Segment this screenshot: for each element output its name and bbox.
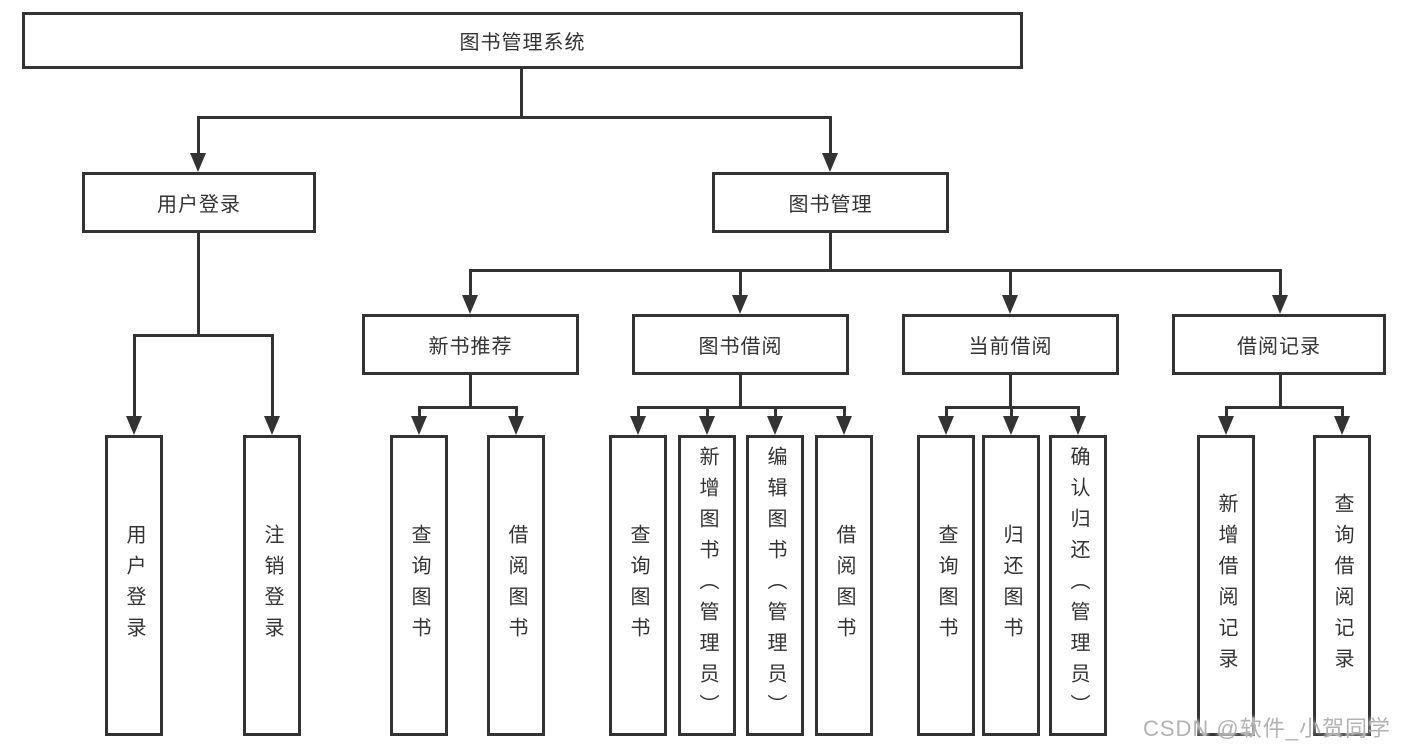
leaf-add-books-admin: 新增图书（管理员） <box>678 435 736 736</box>
leaf-label: 编辑图书（管理员） <box>764 446 786 725</box>
leaf-label: 借阅图书 <box>505 523 527 648</box>
leaf-label: 查询图书 <box>935 523 957 648</box>
node-label: 当前借阅 <box>968 336 1053 358</box>
leaf-add-borrow-record: 新增借阅记录 <box>1197 435 1255 736</box>
arrowhead-down-icon <box>462 295 478 314</box>
arrowhead-down-icon <box>767 416 783 435</box>
connector-line <box>271 334 274 418</box>
arrowhead-down-icon <box>126 416 142 435</box>
leaf-label: 新增图书（管理员） <box>696 446 718 725</box>
leaf-label: 确认归还（管理员） <box>1067 446 1089 725</box>
leaf-label: 查询借阅记录 <box>1331 492 1353 679</box>
connector-line <box>706 406 709 418</box>
arrowhead-down-icon <box>1218 416 1234 435</box>
leaf-query-books-current: 查询图书 <box>917 435 975 736</box>
arrowhead-down-icon <box>1272 295 1288 314</box>
connector-line <box>637 406 845 409</box>
connector-line <box>1341 406 1344 418</box>
leaf-query-books-borrowing: 查询图书 <box>609 435 667 736</box>
connector-line <box>1010 406 1013 418</box>
connector-line <box>197 116 200 156</box>
connector-line <box>515 406 518 418</box>
connector-line <box>469 375 472 408</box>
arrowhead-down-icon <box>1002 295 1018 314</box>
node-label: 图书管理 <box>788 194 873 216</box>
node-new-book-recommendation: 新书推荐 <box>362 314 579 375</box>
leaf-query-borrow-record: 查询借阅记录 <box>1313 435 1371 736</box>
connector-line <box>1077 406 1080 418</box>
arrowhead-down-icon <box>1334 416 1350 435</box>
leaf-label: 归还图书 <box>1000 523 1022 648</box>
arrowhead-down-icon <box>264 416 280 435</box>
connector-line <box>520 69 523 118</box>
connector-line <box>418 406 518 409</box>
node-current-borrowing: 当前借阅 <box>902 314 1119 375</box>
connector-line <box>1009 375 1012 408</box>
connector-line <box>1279 375 1282 408</box>
node-book-management: 图书管理 <box>712 172 949 233</box>
leaf-borrow-books: 借阅图书 <box>815 435 873 736</box>
connector-line <box>133 334 136 418</box>
arrowhead-down-icon <box>732 295 748 314</box>
connector-line <box>469 269 472 298</box>
leaf-label: 新增借阅记录 <box>1215 492 1237 679</box>
leaf-label: 用户登录 <box>123 523 145 648</box>
leaf-label: 查询图书 <box>408 523 430 648</box>
connector-line <box>197 116 831 119</box>
arrowhead-down-icon <box>630 416 646 435</box>
arrowhead-down-icon <box>508 416 524 435</box>
node-book-borrowing: 图书借阅 <box>632 314 849 375</box>
connector-line <box>469 269 1282 272</box>
leaf-borrow-books-recommend: 借阅图书 <box>487 435 545 736</box>
arrowhead-down-icon <box>1003 416 1019 435</box>
node-label: 图书管理系统 <box>459 32 586 54</box>
node-borrowing-records: 借阅记录 <box>1172 314 1386 375</box>
leaf-query-books-recommend: 查询图书 <box>390 435 448 736</box>
connector-line <box>1225 406 1343 409</box>
connector-line <box>829 233 832 271</box>
node-user-login: 用户登录 <box>82 172 316 233</box>
connector-line <box>133 334 274 337</box>
csdn-watermark: CSDN @软件_小贺同学 <box>1142 716 1391 741</box>
arrowhead-down-icon <box>699 416 715 435</box>
leaf-user-login: 用户登录 <box>105 435 163 736</box>
leaf-logout: 注销登录 <box>243 435 301 736</box>
connector-line <box>739 269 742 298</box>
connector-line <box>829 116 832 156</box>
arrowhead-down-icon <box>1070 416 1086 435</box>
connector-line <box>774 406 777 418</box>
connector-line <box>945 406 948 418</box>
connector-line <box>1279 269 1282 298</box>
node-label: 新书推荐 <box>428 336 513 358</box>
arrowhead-down-icon <box>938 416 954 435</box>
connector-line <box>1225 406 1228 418</box>
node-label: 图书借阅 <box>698 336 783 358</box>
connector-line <box>1009 269 1012 298</box>
arrowhead-down-icon <box>190 153 206 172</box>
node-root-book-management-system: 图书管理系统 <box>22 12 1023 69</box>
node-label: 用户登录 <box>157 194 241 216</box>
leaf-return-books: 归还图书 <box>982 435 1040 736</box>
connector-line <box>843 406 846 418</box>
leaf-label: 注销登录 <box>261 523 283 648</box>
arrowhead-down-icon <box>411 416 427 435</box>
leaf-confirm-return-admin: 确认归还（管理员） <box>1049 435 1107 736</box>
connector-line <box>637 406 640 418</box>
node-label: 借阅记录 <box>1237 336 1321 358</box>
leaf-label: 借阅图书 <box>833 523 855 648</box>
arrowhead-down-icon <box>836 416 852 435</box>
arrowhead-down-icon <box>822 153 838 172</box>
leaf-label: 查询图书 <box>627 523 649 648</box>
connector-line <box>739 375 742 408</box>
connector-line <box>418 406 421 418</box>
connector-line <box>197 233 200 336</box>
leaf-edit-books-admin: 编辑图书（管理员） <box>746 435 804 736</box>
